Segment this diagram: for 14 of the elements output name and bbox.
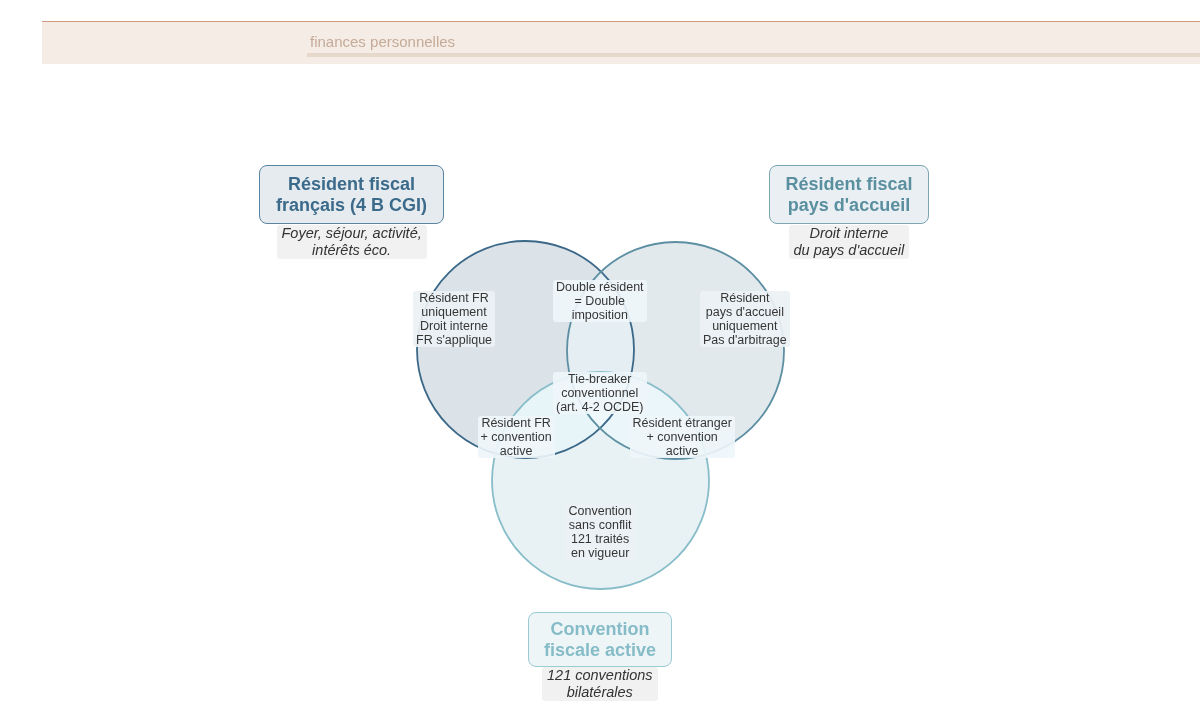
set-description: Foyer, séjour, activité, intérêts éco. — [276, 225, 427, 259]
region-label: Double résident = Double imposition — [553, 280, 647, 322]
region-label: Résident étranger + convention active — [629, 416, 735, 458]
region-label: Résident FR + convention active — [477, 416, 555, 458]
tagline: finances personnelles — [310, 33, 456, 50]
region-label: Convention sans conflit 121 traités en vigueur — [565, 504, 635, 560]
set-description: 121 conventions bilatérales — [542, 667, 658, 701]
region-label: Tie-breaker conventionnel (art. 4-2 OCDE) — [553, 372, 647, 414]
set-description: Droit interne du pays d'accueil — [788, 225, 910, 259]
set-heading: Convention fiscale active — [528, 612, 672, 667]
set-heading: Résident fiscal pays d'accueil — [769, 165, 929, 224]
region-label: Résident pays d'accueil uniquement Pas d'arbitrage — [700, 291, 790, 347]
set-heading: Résident fiscal français (4 B CGI) — [259, 165, 444, 224]
region-label: Résident FR uniquement Droit interne FR s'applique — [413, 291, 496, 347]
